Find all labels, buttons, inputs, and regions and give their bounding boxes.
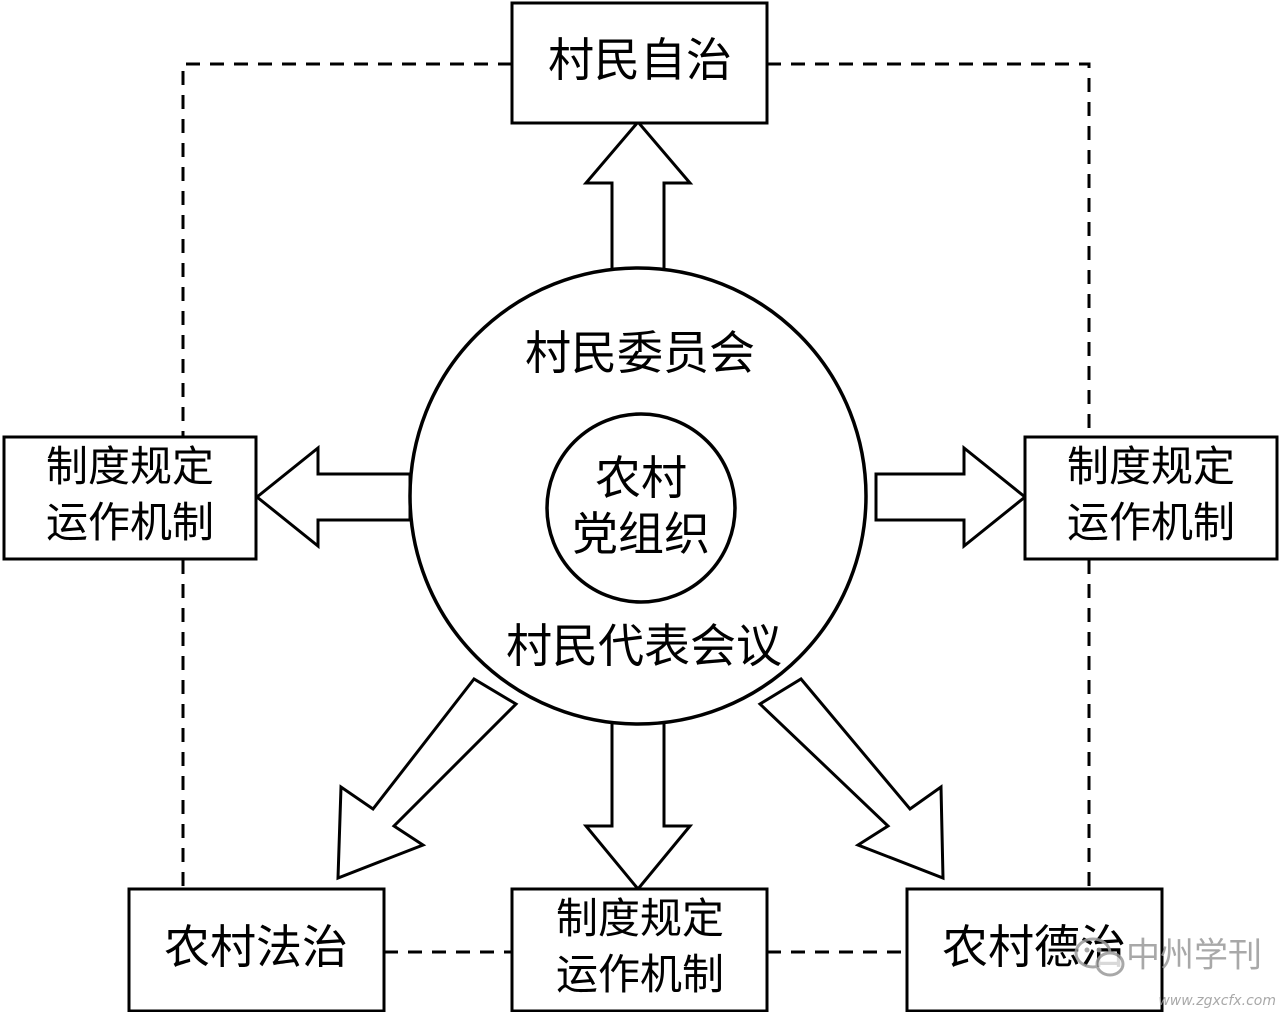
inner-circle [545,412,737,604]
villagers-committee-label: 村民委员会 [525,326,755,380]
node-village-self-governance: 村民自治 [510,1,769,125]
arrow-right [874,444,1028,550]
watermark-url: www.zgxcfx.com [1158,993,1276,1009]
node-right-line2: 运作机制 [1067,498,1235,547]
arrow-left [254,444,412,550]
node-rule-of-law: 农村法治 [127,887,386,1012]
node-village-self-governance-label: 村民自治 [548,33,732,87]
arrow-down-left [336,677,519,881]
node-bottom-line1: 制度规定 [556,894,724,943]
node-bottom-line2: 运作机制 [556,950,724,999]
node-bottom-institution: 制度规定 运作机制 [510,887,769,1012]
node-rule-of-virtue-label: 农村德治 [942,920,1126,974]
party-org-line2: 党组织 [572,507,710,561]
node-left-line2: 运作机制 [46,498,214,547]
villagers-representative-meeting-label: 村民代表会议 [506,619,782,673]
node-right-institution: 制度规定 运作机制 [1023,435,1279,561]
party-org-line1: 农村 [595,451,687,505]
watermark-name: 中州学刊 [1126,936,1262,976]
node-left-institution: 制度规定 运作机制 [2,435,258,561]
node-rule-of-law-label: 农村法治 [164,920,348,974]
dashed-connector-top-right [767,62,1091,437]
center-organization: 村民委员会 村民代表会议 农村 党组织 [408,266,868,726]
arrow-up [582,119,694,272]
dashed-connector-top-left [181,62,512,437]
watermark: 中州学刊 www.zgxcfx.com [1074,936,1276,1009]
arrow-down [582,714,694,892]
arrow-down-right [757,677,945,881]
node-right-line1: 制度规定 [1067,442,1235,491]
node-rule-of-virtue: 农村德治 [905,887,1164,1012]
wechat-logo-icon [1074,937,1125,977]
node-left-line1: 制度规定 [46,442,214,491]
